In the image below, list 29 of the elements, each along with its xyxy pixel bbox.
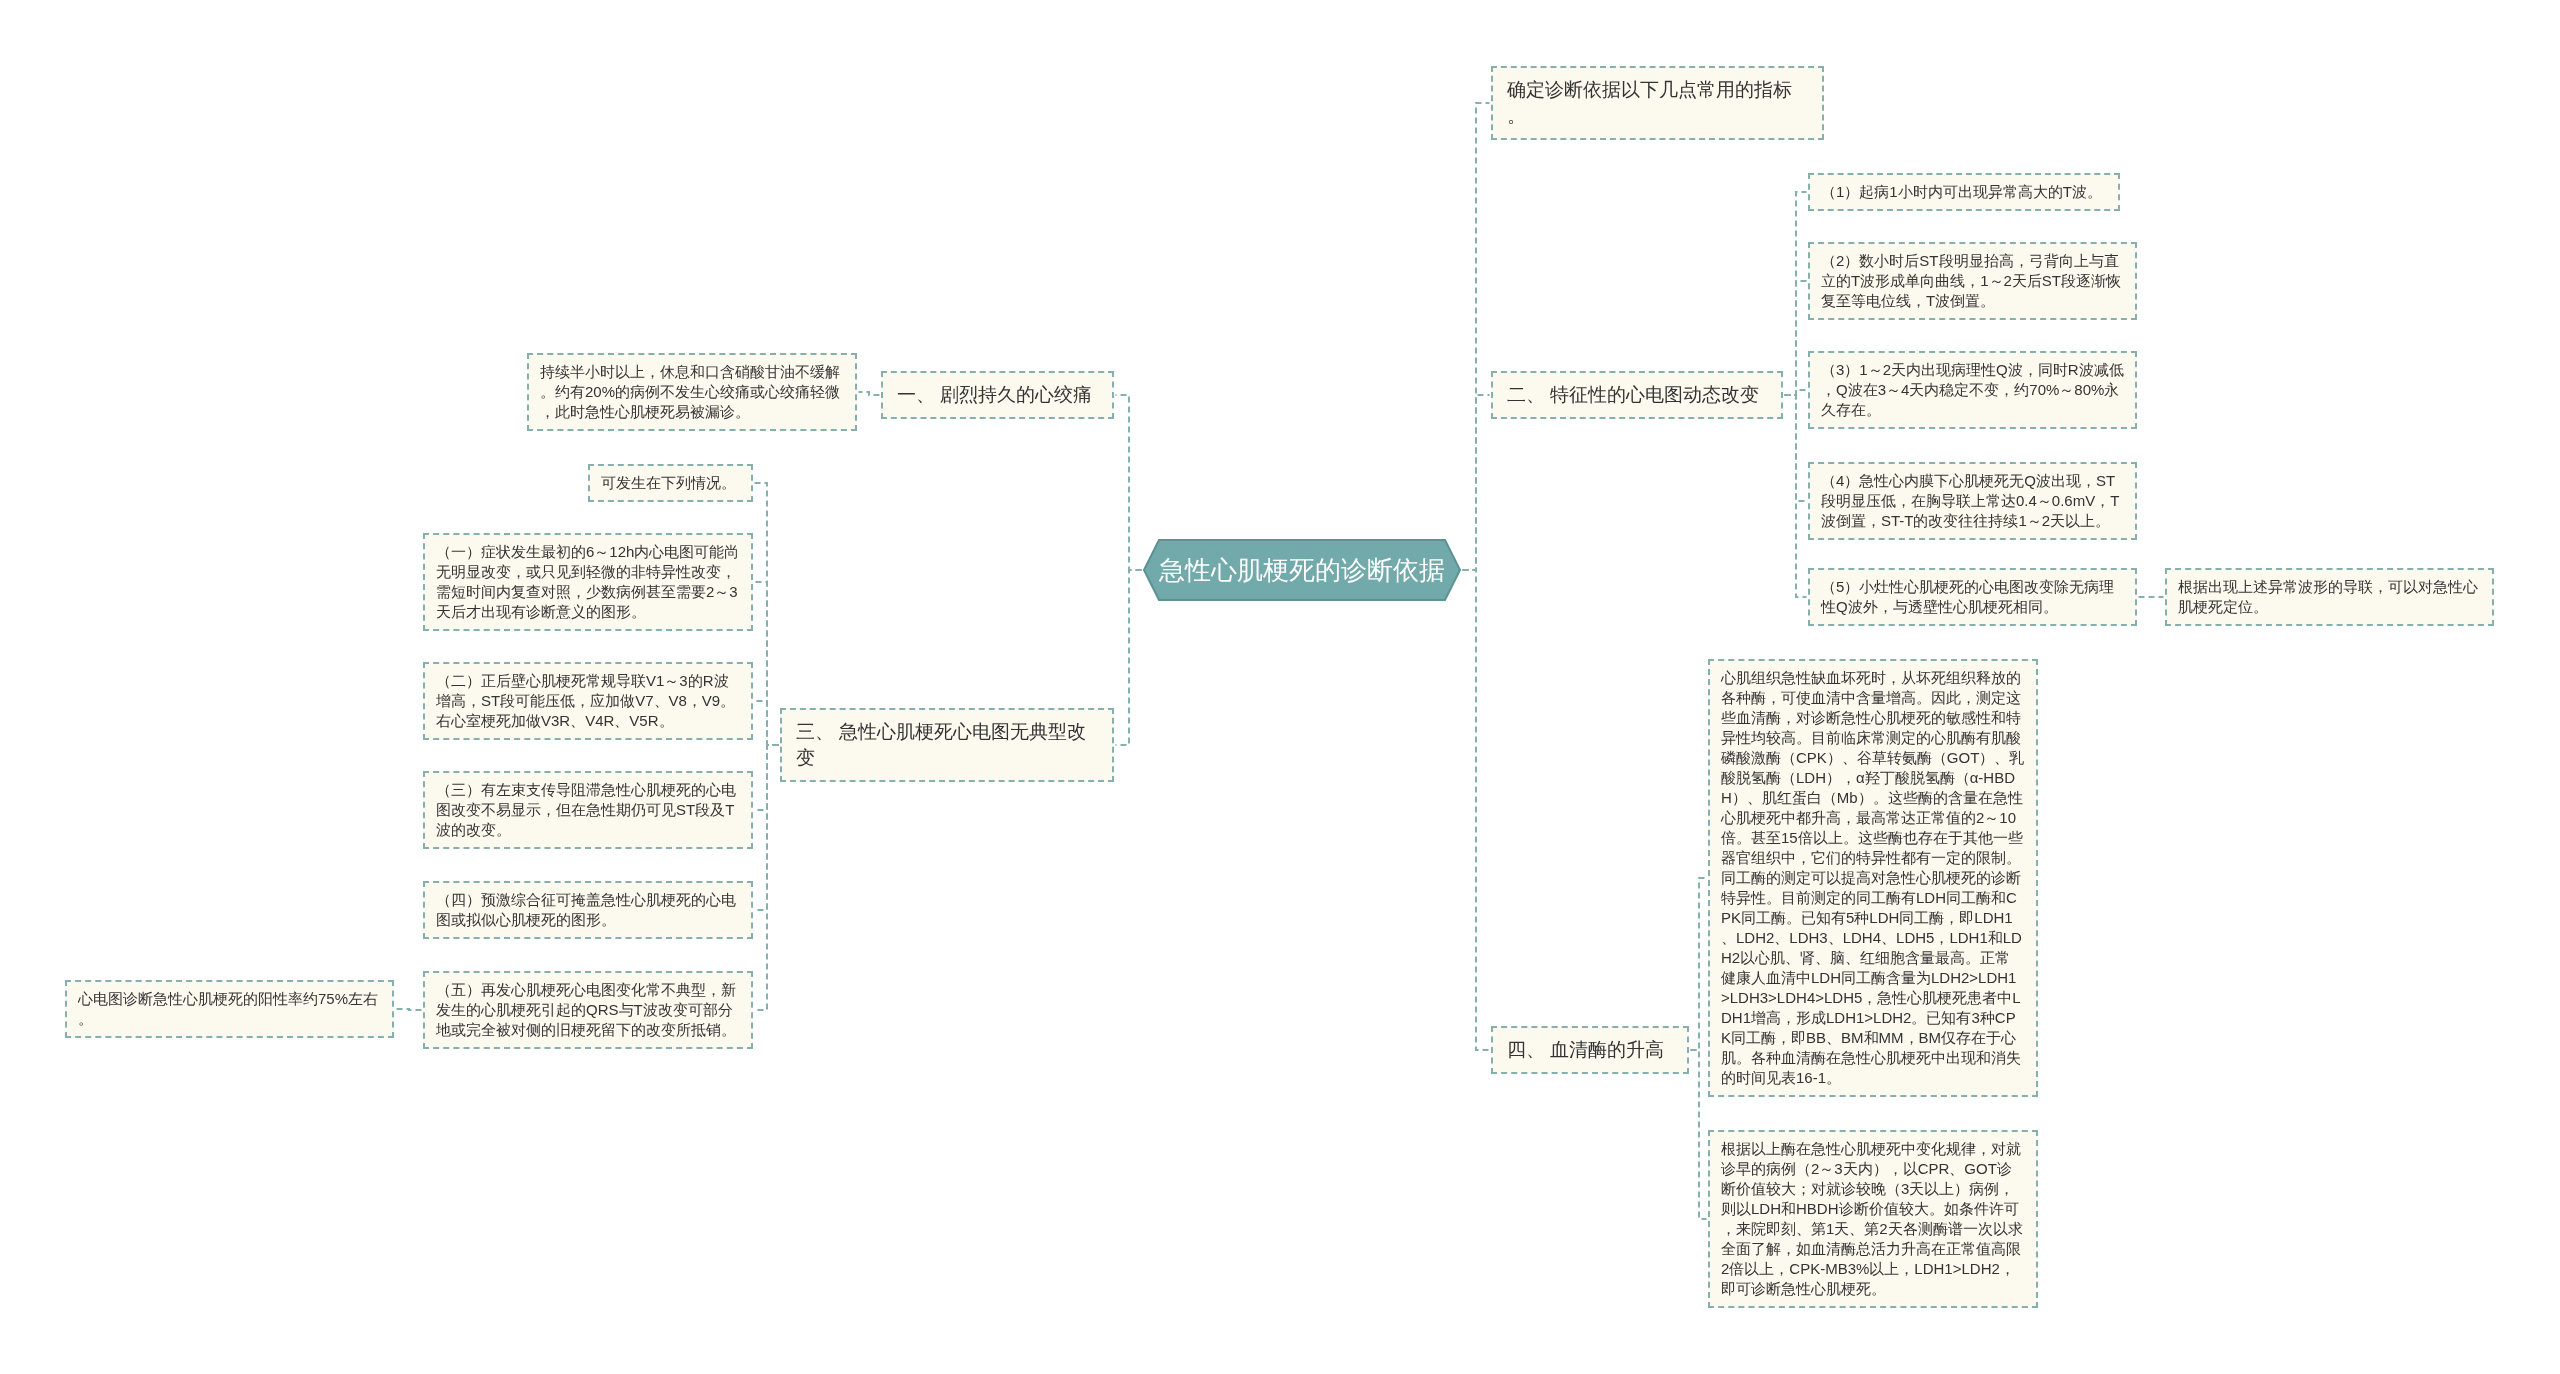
note-box: （五）再发心肌梗死心电图变化常不典型，新发生的心肌梗死引起的QRS与T波改变可部分地或完全被对侧的旧梗死留下的改变所抵销。	[423, 971, 753, 1049]
connector-line	[2137, 596, 2165, 598]
note-box: 心肌组织急性缺血坏死时，从坏死组织释放的各种酶，可使血清中含量增高。因此，测定这些血清酶，对诊断急性心肌梗死的敏感性和特异性均较高。目前临床常测定的心肌酶有肌酸磷酸激酶（CPK）、谷草转氨酶（GOT）、乳酸脱氢酶（LDH），α羟丁酸脱氢酶（α-HBDH）、肌红蛋白（Mb）。这些酶的含量在急性心肌梗死中都升高，最高常达正常值的2～10倍。甚至15倍以上。这些酶也存在于其他一些器官组织中，它们的特异性都有一定的限制。同工酶的测定可以提高对急性心肌梗死的诊断特异性。目前测定的同工酶有LDH同工酶和CPK同工酶。已知有5种LDH同工酶，即LDH1、LDH2、LDH3、LDH4、LDH5，LDH1和LDH2以心肌、肾、脑、红细胞含量最高。正常健康人血清中LDH同工酶含量为LDH2>LDH1>LDH3>LDH4>LDH5，急性心肌梗死患者中LDH1增高，形成LDH1>LDH2。已知有3种CPK同工酶，即BB、BM和MM，BM仅存在于心肌。各种血清酶在急性心肌梗死中出现和消失的时间见表16-1。	[1708, 659, 2038, 1097]
connector-line	[394, 1008, 423, 1011]
note-box: 根据以上酶在急性心肌梗死中变化规律，对就诊早的病例（2～3天内），以CPR、GOT诊断价值较大；对就诊较晚（3天以上）病例，则以LDH和HBDH诊断价值较大。如条件许可，来院即刻、第1天、第2天各测酶谱一次以求全面了解，如血清酶总活力升高在正常值高限2倍以上，CPK-MB3%以上，LDH1>LDH2，即可诊断急性心肌梗死。	[1708, 1130, 2038, 1308]
topic-box: 确定诊断依据以下几点常用的指标。	[1491, 66, 1824, 140]
note-box: （1）起病1小时内可出现异常高大的T波。	[1808, 173, 2120, 211]
note-box: （二）正后壁心肌梗死常规导联V1～3的R波增高，ST段可能压低，应加做V7、V8，V9。右心室梗死加做V3R、V4R、V5R。	[423, 662, 753, 740]
connector-line	[1461, 569, 1491, 1051]
connector-line	[1114, 569, 1143, 746]
note-box: （一）症状发生最初的6～12h内心电图可能尚无明显改变，或只见到轻微的非特异性改变，需短时间内复查对照，少数病例甚至需要2～3天后才出现有诊断意义的图形。	[423, 533, 753, 631]
note-box: （4）急性心内膜下心肌梗死无Q波出现，ST段明显压低，在胸导联上常达0.4～0.6mV，T波倒置，ST-T的改变往往持续1～2天以上。	[1808, 462, 2137, 540]
connector-line	[857, 391, 881, 396]
note-box: （2）数小时后ST段明显抬高，弓背向上与直立的T波形成单向曲线，1～2天后ST段逐渐恢复至等电位线，T波倒置。	[1808, 242, 2137, 320]
note-box: （三）有左束支传导阻滞急性心肌梗死的心电图改变不易显示，但在急性期仍可见ST段及T波的改变。	[423, 771, 753, 849]
note-box: （3）1～2天内出现病理性Q波，同时R波减低，Q波在3～4天内稳定不变，约70%～80%永久存在。	[1808, 351, 2137, 429]
note-box: 根据出现上述异常波形的导联，可以对急性心肌梗死定位。	[2165, 568, 2494, 626]
note-box: （四）预激综合征可掩盖急性心肌梗死的心电图或拟似心肌梗死的图形。	[423, 881, 753, 939]
topic-box: 二、 特征性的心电图动态改变	[1491, 371, 1783, 419]
connector-line	[1783, 394, 1808, 598]
central-topic: 急性心肌梗死的诊断依据	[1143, 539, 1461, 601]
note-box: 持续半小时以上，休息和口含硝酸甘油不缓解。约有20%的病例不发生心绞痛或心绞痛轻微，此时急性心肌梗死易被漏诊。	[527, 353, 857, 431]
topic-box: 一、 剧烈持久的心绞痛	[881, 371, 1114, 419]
note-box: （5）小灶性心肌梗死的心电图改变除无病理性Q波外，与透壁性心肌梗死相同。	[1808, 568, 2137, 626]
topic-box: 三、 急性心肌梗死心电图无典型改变	[780, 708, 1114, 782]
connector-line	[1689, 1049, 1708, 1220]
topic-box: 四、 血清酶的升高	[1491, 1026, 1689, 1074]
note-box: 心电图诊断急性心肌梗死的阳性率约75%左右。	[65, 980, 394, 1038]
note-box: 可发生在下列情况。	[588, 464, 753, 502]
